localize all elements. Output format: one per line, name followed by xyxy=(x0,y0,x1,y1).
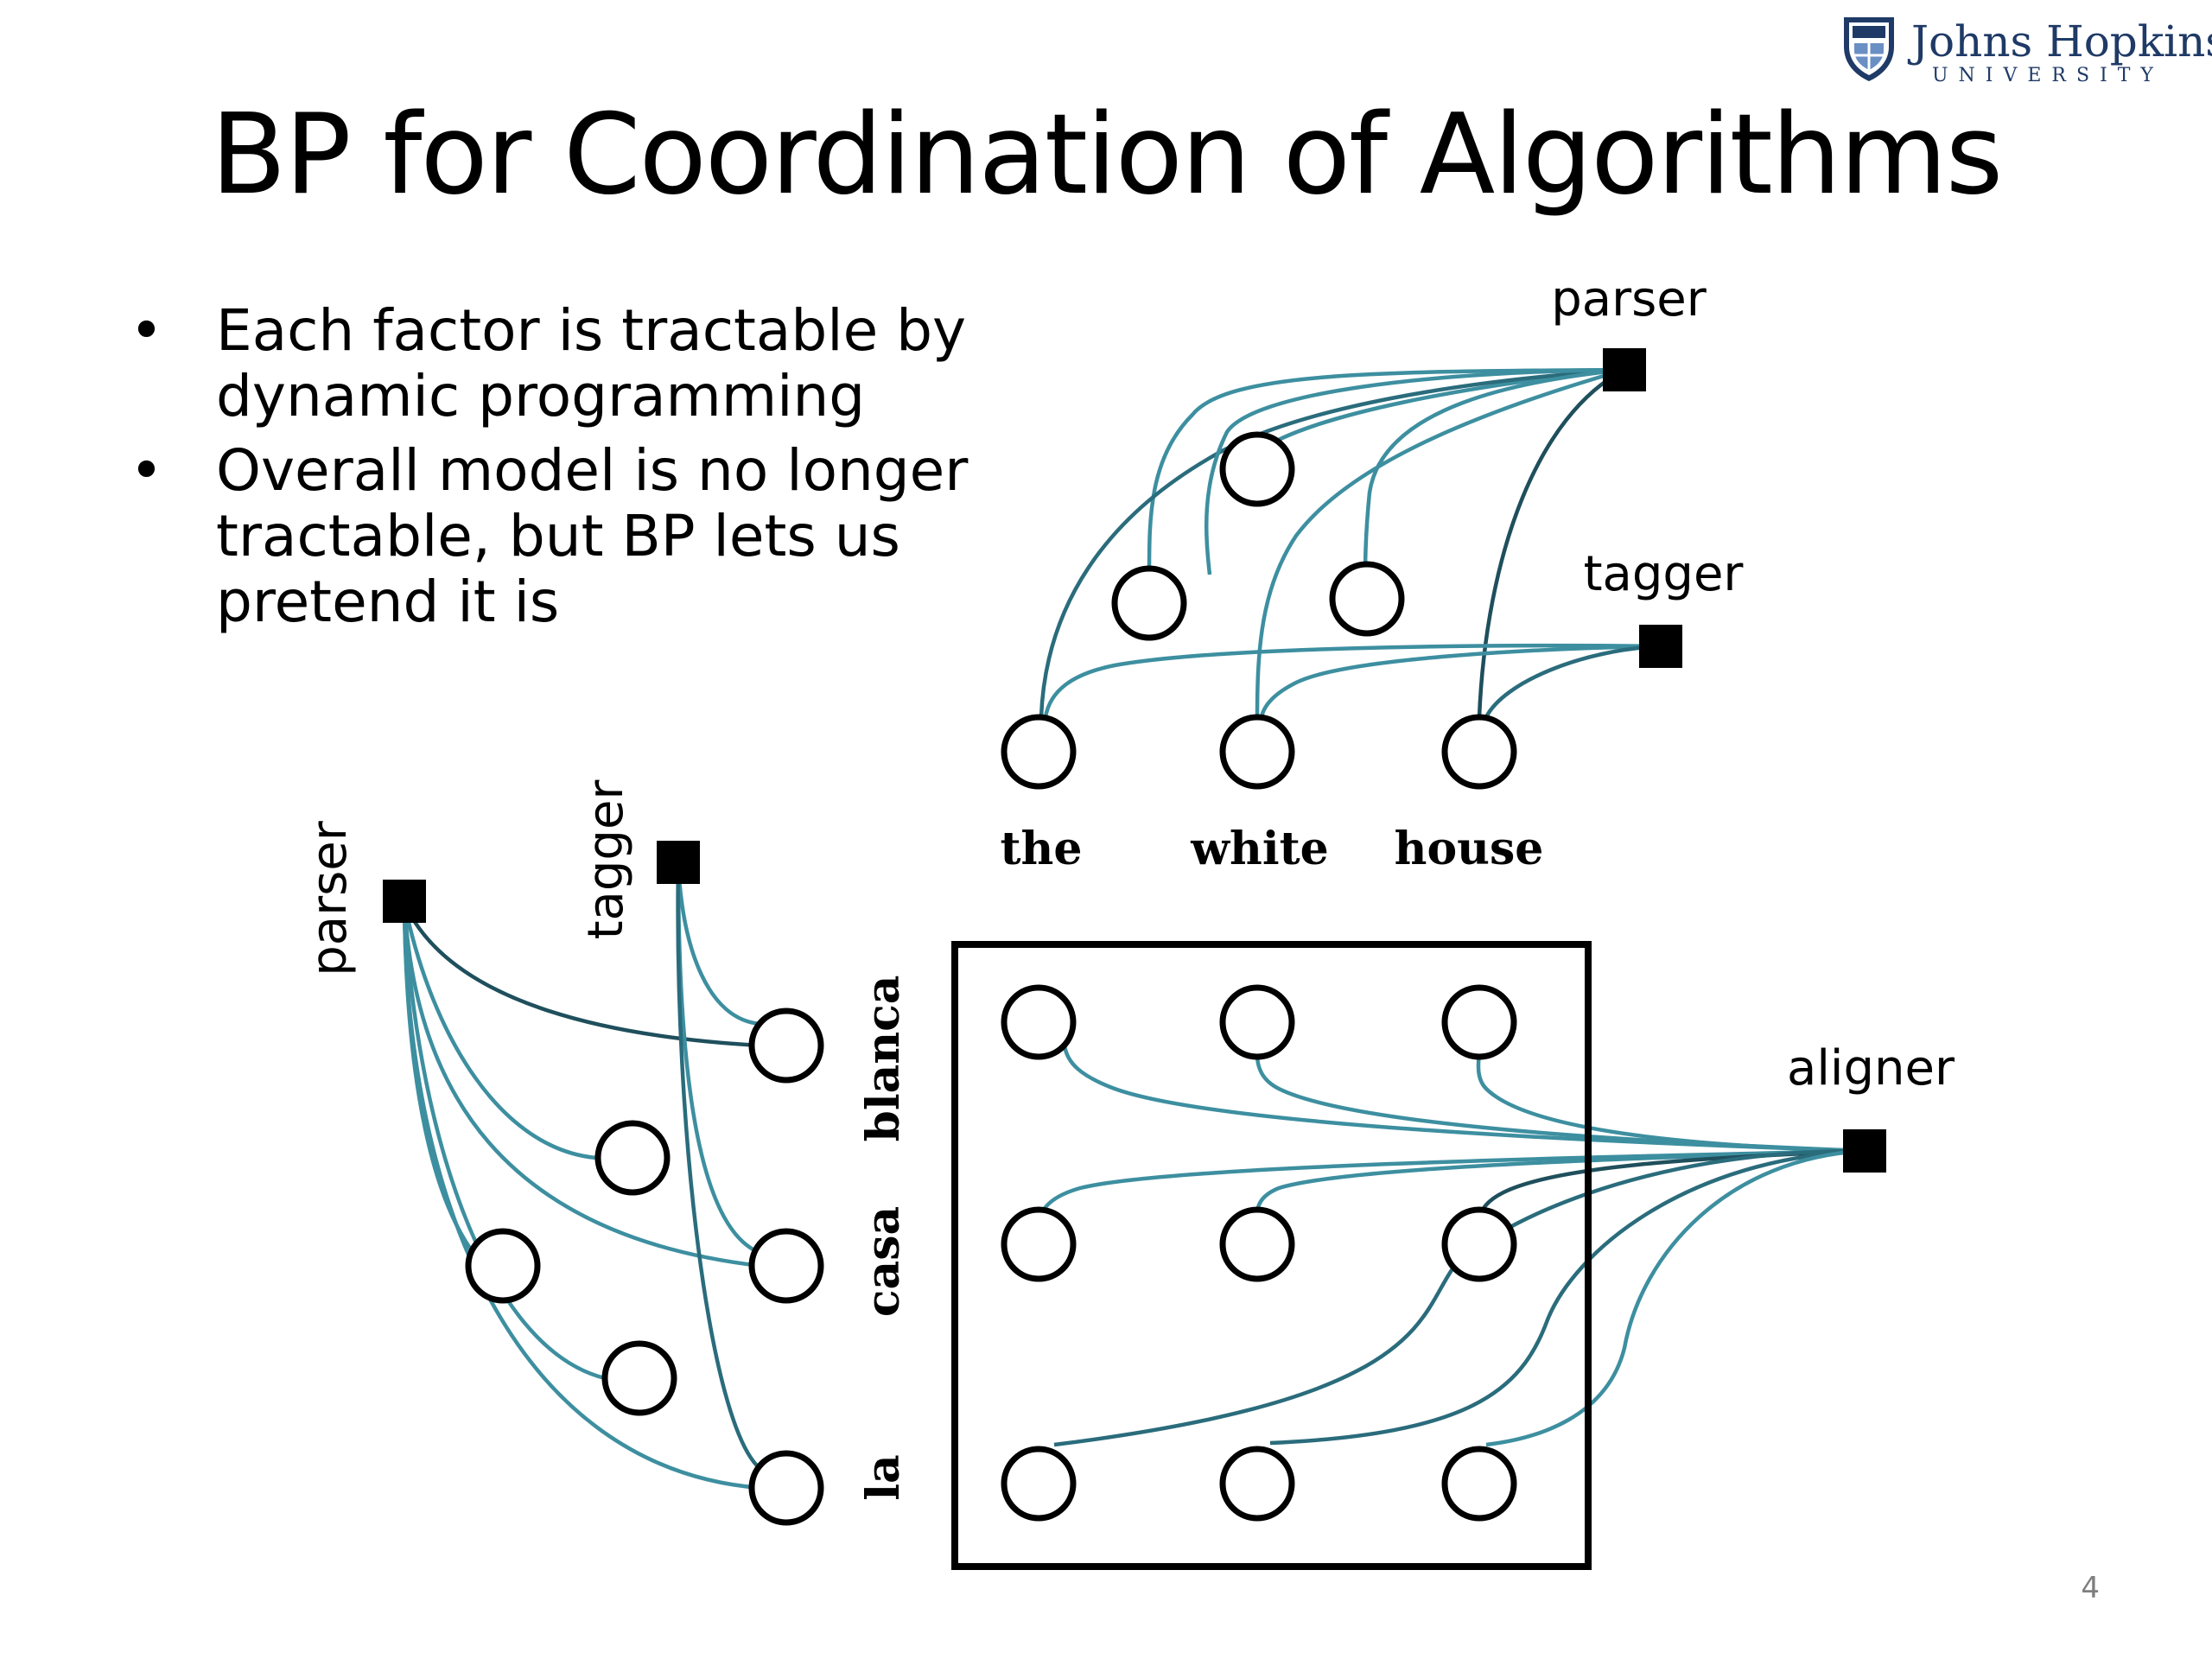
english-variables xyxy=(1001,431,1517,790)
variable-node xyxy=(1219,431,1295,507)
edge xyxy=(1039,1148,1866,1219)
edge xyxy=(402,902,606,1381)
edge xyxy=(402,902,761,1268)
variable-node xyxy=(594,1120,671,1196)
variable-node xyxy=(1329,561,1405,637)
variable-node xyxy=(748,1450,824,1526)
edge xyxy=(1147,367,1625,575)
aligner-edges xyxy=(1039,1045,1866,1447)
edge xyxy=(1053,1148,1866,1447)
alignment-node xyxy=(1001,1206,1077,1282)
bullet-item: Each factor is tractable by dynamic prog… xyxy=(130,298,994,429)
spanish-word-label: la xyxy=(857,1454,910,1500)
edge xyxy=(1484,644,1662,719)
english-tagger-factor xyxy=(1639,625,1682,668)
alignment-node xyxy=(1001,984,1077,1060)
variable-node xyxy=(601,1340,677,1416)
edge xyxy=(1255,1148,1866,1215)
page-number: 4 xyxy=(2081,1571,2100,1605)
edge xyxy=(402,902,597,1160)
english-tagger-label: tagger xyxy=(1584,546,1745,602)
spanish-tagger-factor xyxy=(657,841,700,884)
spanish-variables xyxy=(465,1007,824,1526)
spanish-parser-edges xyxy=(402,902,761,1491)
english-parser-edges xyxy=(1039,367,1626,718)
aligner-factor xyxy=(1843,1129,1886,1173)
edge xyxy=(1039,367,1625,718)
alignment-node xyxy=(1219,1446,1295,1522)
spanish-word-label: casa xyxy=(857,1206,910,1317)
spanish-parser-label: parser xyxy=(302,820,358,976)
edge xyxy=(1485,1148,1866,1447)
variable-node xyxy=(1441,714,1517,790)
edge xyxy=(402,902,761,1048)
alignment-matrix-box xyxy=(951,941,1592,1570)
edge xyxy=(1255,367,1625,718)
english-word-label: white xyxy=(1190,823,1328,875)
edge xyxy=(1204,367,1625,575)
bullet-item: Overall model is no longer tractable, bu… xyxy=(130,438,994,635)
alignment-node xyxy=(1001,1446,1077,1522)
variable-node xyxy=(748,1228,824,1304)
alignment-node xyxy=(1441,1446,1517,1522)
alignment-variables xyxy=(1001,984,1517,1522)
aligner-label: aligner xyxy=(1787,1040,1955,1096)
variable-node xyxy=(465,1228,541,1304)
edge xyxy=(676,863,761,1027)
variable-node xyxy=(1111,565,1187,641)
alignment-node xyxy=(1441,1206,1517,1282)
variable-node xyxy=(748,1007,824,1084)
edge xyxy=(1363,367,1625,575)
edge xyxy=(1476,1053,1866,1154)
variable-node xyxy=(1001,714,1077,790)
english-parser-factor xyxy=(1603,348,1646,391)
edge xyxy=(402,902,761,1491)
variable-node xyxy=(1219,714,1295,790)
spanish-tagger-edges xyxy=(676,863,762,1471)
university-shield-icon xyxy=(1844,17,1894,81)
university-logo: Johns Hopkins UNIVERSITY xyxy=(1839,12,2212,90)
spanish-word-label: blanca xyxy=(857,976,910,1142)
english-word-label: house xyxy=(1395,823,1544,875)
english-word-label: the xyxy=(1001,823,1083,875)
logo-name: Johns Hopkins xyxy=(1911,16,2212,67)
english-tagger-edges xyxy=(1043,643,1662,719)
edge xyxy=(1043,643,1662,718)
alignment-node xyxy=(1219,1206,1295,1282)
edge xyxy=(1259,644,1662,718)
edge xyxy=(676,863,762,1471)
slide-title: BP for Coordination of Algorithms xyxy=(210,91,2004,219)
edge xyxy=(1062,1045,1866,1154)
english-parser-label: parser xyxy=(1551,271,1707,327)
alignment-node xyxy=(1219,984,1295,1060)
edge xyxy=(1477,368,1626,718)
bullet-list: Each factor is tractable by dynamic prog… xyxy=(130,298,994,644)
spanish-parser-factor xyxy=(383,880,426,923)
logo-subtitle: UNIVERSITY xyxy=(1932,65,2164,86)
edge xyxy=(1269,1148,1866,1446)
alignment-node xyxy=(1441,984,1517,1060)
spanish-tagger-label: tagger xyxy=(578,779,634,940)
